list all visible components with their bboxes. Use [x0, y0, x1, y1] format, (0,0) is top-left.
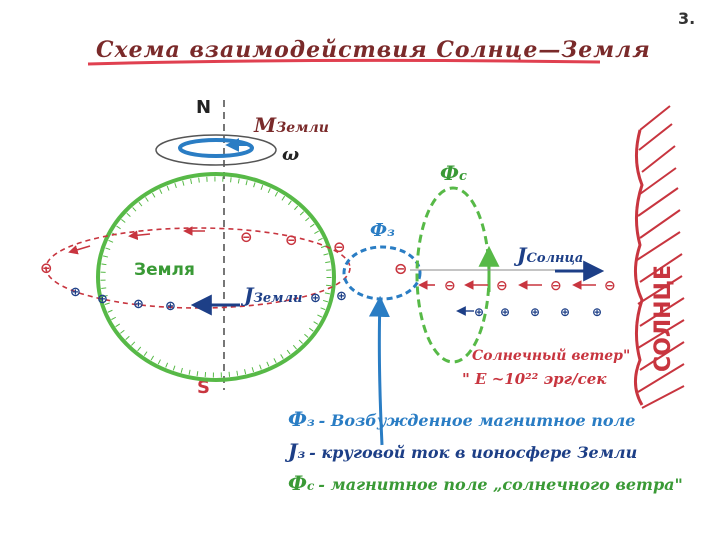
phi-c-label: Фс — [440, 161, 467, 185]
sun-current-symbol: J — [513, 243, 528, 267]
wind-neg-charge: ⊖ — [550, 278, 562, 294]
sun-hatching — [636, 105, 685, 409]
phi-z-loop — [342, 245, 422, 301]
solar-wind-positive-stream: ⊕ ⊕ ⊕ ⊕ ⊕ — [474, 305, 602, 319]
ring-positive-charges: ⊕ ⊕ ⊕ ⊕ ⊕ ⊕ — [70, 285, 347, 314]
earth-current-symbol: J — [240, 283, 255, 307]
earth-current-label: JЗемли — [240, 283, 302, 307]
phi-z-subscript: з — [387, 225, 395, 239]
phi-c-subscript: с — [459, 169, 467, 184]
solar-wind-line1: Солнечный ветер" — [472, 347, 630, 364]
legend-item-phi-z: Фз - Возбужденное магнитное поле — [288, 407, 635, 431]
legend: Фз - Возбужденное магнитное поле Jз - круг… — [284, 407, 683, 495]
title-underline — [87, 58, 601, 66]
moment-ring-outer — [155, 134, 277, 166]
phi-c-symbol: Ф — [440, 161, 459, 185]
pos-charge: ⊕ — [133, 297, 144, 312]
pos-charge: ⊕ — [70, 285, 81, 300]
earth-hatch — [100, 176, 332, 378]
omega-label: ω — [282, 144, 299, 165]
south-pole-label: S — [197, 377, 210, 398]
ring-arrow-1 — [128, 230, 151, 241]
ring-arrow-2 — [68, 245, 91, 255]
legend-symbol: Ф — [288, 407, 307, 431]
phi-z-symbol: Ф — [370, 220, 387, 241]
legend-text: - магнитное поле „солнечного ветра" — [318, 475, 683, 494]
phi-z-pointer-arrow — [368, 295, 390, 446]
pos-charge: ⊕ — [336, 289, 347, 304]
page-number: 3. — [678, 9, 695, 28]
pos-charge: ⊕ — [310, 291, 321, 306]
ionosphere-ring — [45, 227, 351, 309]
legend-sub: с — [307, 479, 315, 493]
sun-current-subscript: Солнца — [526, 251, 583, 266]
solar-wind-line2: " E ~10²² эрг/сек — [462, 370, 607, 388]
pos-charge: ⊕ — [165, 299, 176, 314]
legend-symbol: J — [284, 439, 299, 463]
neg-charge: ⊖ — [240, 228, 253, 246]
earth-current-subscript: Земли — [253, 291, 302, 306]
moment-ring-inner — [178, 138, 254, 158]
wind-pos-charge: ⊕ — [530, 305, 540, 319]
legend-symbol: Ф — [288, 471, 307, 495]
wind-neg-charge: ⊖ — [496, 278, 508, 294]
earth-body — [96, 172, 336, 382]
legend-text: - круговой ток в ионосфере Земли — [309, 443, 637, 462]
legend-sub: з — [297, 447, 305, 461]
moment-subscript: Земли — [276, 120, 329, 136]
earth-label: Земля — [134, 260, 195, 280]
ring-negative-charges: ⊖ ⊖ ⊖ ⊖ — [40, 228, 346, 277]
north-pole-label: N — [196, 97, 211, 118]
sun-current-label: JСолнца — [513, 243, 583, 267]
neg-charge: ⊖ — [40, 259, 53, 277]
phi-z-label: Фз — [370, 220, 395, 241]
legend-sub: з — [307, 415, 315, 429]
legend-text: - Возбужденное магнитное поле — [319, 411, 636, 430]
wind-pos-charge: ⊕ — [592, 305, 602, 319]
phi-z-center-charge: ⊖ — [394, 259, 407, 278]
moment-label: MЗемли — [253, 113, 329, 137]
phi-c-loop — [415, 186, 491, 364]
sun-surface — [634, 129, 644, 406]
pos-charge: ⊕ — [97, 292, 108, 307]
wind-pos-charge: ⊕ — [500, 305, 510, 319]
wind-pos-charge: ⊕ — [560, 305, 570, 319]
moment-symbol: M — [253, 113, 277, 137]
neg-charge: ⊖ — [285, 231, 298, 249]
legend-item-phi-c: Фс- магнитное поле „солнечного ветра" — [288, 471, 683, 495]
wind-pos-charge: ⊕ — [474, 305, 484, 319]
legend-item-j-z: Jз - круговой ток в ионосфере Земли — [284, 439, 637, 463]
page-title: Схема взаимодействия Солнце—Земля — [96, 37, 651, 63]
sun-label: СОЛНЦЕ — [651, 265, 676, 372]
solar-wind-negative-stream: ⊖ ⊖ ⊖ ⊖ — [444, 278, 616, 294]
neg-charge: ⊖ — [333, 238, 346, 256]
wind-neg-charge: ⊖ — [604, 278, 616, 294]
wind-neg-charge: ⊖ — [444, 278, 456, 294]
